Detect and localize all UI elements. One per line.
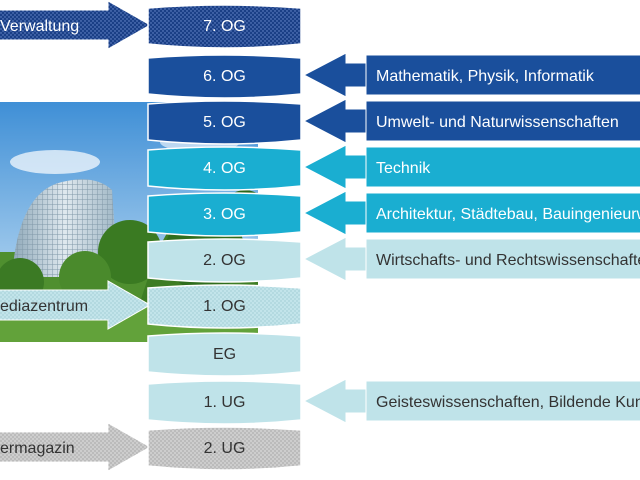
right-arrow-og6 [302, 52, 367, 98]
floor-label-og3: 3. OG [203, 206, 246, 223]
floor-label-og6: 6. OG [203, 68, 246, 85]
floor-band-og6 [147, 54, 302, 99]
floor-label-og7: 7. OG [203, 18, 246, 35]
floor-band-og5 [147, 100, 302, 145]
right-arrow-label-og4: Technik [376, 160, 431, 177]
right-label-box-ug1 [365, 380, 640, 422]
right-label-box-og3 [365, 192, 640, 234]
left-arrow-ug2 [0, 422, 152, 472]
floor-band-og7 [147, 4, 302, 49]
floor-band-og4 [147, 146, 302, 191]
right-arrow-label-og5: Umwelt- und Naturwissenschaften [376, 114, 619, 131]
floor-label-og4: 4. OG [203, 160, 246, 177]
right-arrow-og5 [302, 98, 367, 144]
left-arrow-label-og7: Verwaltung [0, 18, 79, 35]
right-label-box-og4 [365, 146, 640, 188]
right-arrow-og4 [302, 144, 367, 190]
right-arrow-og3 [302, 190, 367, 236]
floor-band-eg [147, 332, 302, 377]
left-arrow-label-og1: ediazentrum [0, 298, 88, 315]
right-label-box-og2 [365, 238, 640, 280]
right-arrow-ug1 [302, 378, 367, 424]
right-arrow-og2 [302, 236, 367, 282]
left-arrow-og1 [0, 280, 152, 330]
floor-label-ug1: 1. UG [204, 394, 246, 411]
left-arrow-og7 [0, 0, 152, 50]
floor-band-og3 [147, 192, 302, 237]
floor-band-og1 [147, 284, 302, 329]
right-label-box-og6 [365, 54, 640, 96]
right-label-box-og5 [365, 100, 640, 142]
floor-label-eg: EG [213, 346, 236, 363]
right-arrow-label-og6: Mathematik, Physik, Informatik [376, 68, 595, 85]
floor-label-og1: 1. OG [203, 298, 246, 315]
floor-band-og2 [147, 238, 302, 283]
floor-label-og5: 5. OG [203, 114, 246, 131]
right-arrow-label-og2: Wirtschafts- und Rechtswissenschaften [376, 252, 640, 269]
left-arrow-label-ug2: ermagazin [0, 440, 75, 457]
floor-label-og2: 2. OG [203, 252, 246, 269]
floor-label-ug2: 2. UG [204, 440, 246, 457]
floor-band-ug2 [147, 426, 302, 471]
floor-band-ug1 [147, 380, 302, 425]
right-arrow-label-og3: Architektur, Städtebau, Bauingenieurwese… [376, 206, 640, 223]
right-arrow-label-ug1: Geisteswissenschaften, Bildende Kunst [376, 394, 640, 411]
